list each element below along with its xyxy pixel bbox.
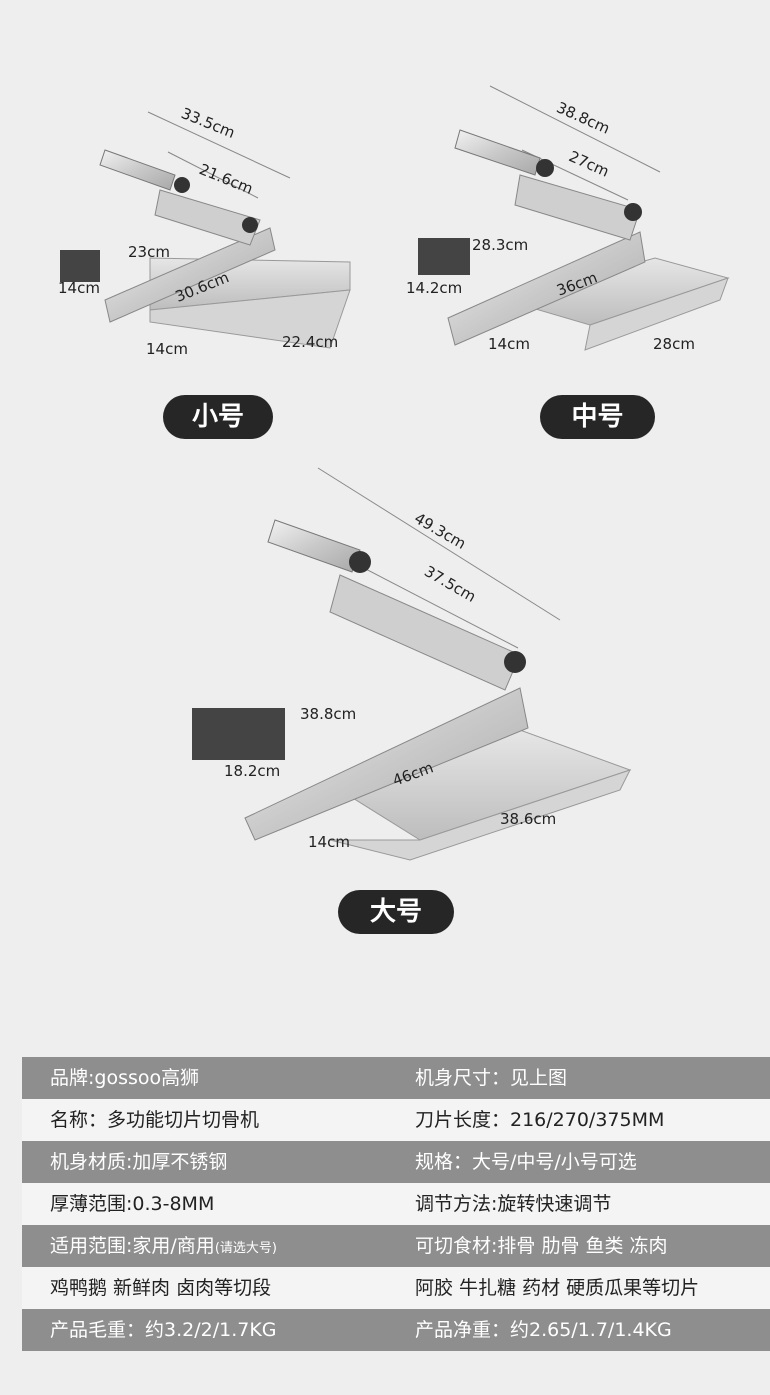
small-guard-dim: 14cm (58, 279, 100, 297)
spec-row: 品牌:gossoo高狮 机身尺寸：见上图 (22, 1057, 770, 1099)
product-illustrations (60, 85, 730, 861)
spec-note: (请选大号) (214, 1241, 277, 1256)
spec-row: 名称：多功能切片切骨机 刀片长度：216/270/375MM (22, 1099, 770, 1141)
spec-cell-right: 产品净重：约2.65/1.7/1.4KG (415, 1319, 672, 1341)
spec-cell-right: 阿胶 牛扎糖 药材 硬质瓜果等切片 (415, 1277, 700, 1299)
spec-cell-left: 鸡鸭鹅 新鲜肉 卤肉等切段 (50, 1277, 272, 1299)
spec-cell-right: 机身尺寸：见上图 (415, 1067, 568, 1089)
small-height-dim: 23cm (128, 243, 170, 261)
large-guard-dim: 18.2cm (224, 762, 281, 780)
medium-height-dim: 28.3cm (472, 236, 529, 254)
spec-cell-left: 适用范围:家用/商用(请选大号) (22, 1225, 405, 1267)
spec-row: 机身材质:加厚不锈钢 规格：大号/中号/小号可选 (22, 1141, 770, 1183)
large-height-dim: 38.8cm (300, 705, 357, 723)
medium-width-dim: 14cm (488, 335, 530, 353)
spec-row: 鸡鸭鹅 新鲜肉 卤肉等切段 阿胶 牛扎糖 药材 硬质瓜果等切片 (22, 1267, 770, 1309)
spec-text: 适用范围:家用/商用 (50, 1235, 215, 1257)
spec-cell-right: 可切食材:排骨 肋骨 鱼类 冻肉 (415, 1235, 668, 1257)
small-cutter-drawing (60, 111, 351, 349)
spec-cell-right: 规格：大号/中号/小号可选 (415, 1151, 637, 1173)
small-tray-dim: 22.4cm (282, 333, 339, 351)
spec-row: 厚薄范围:0.3-8MM 调节方法:旋转快速调节 (22, 1183, 770, 1225)
large-width-dim: 14cm (308, 833, 350, 851)
small-width-dim: 14cm (146, 340, 188, 358)
spec-cell-left: 品牌:gossoo高狮 (50, 1067, 200, 1089)
large-tray-dim: 38.6cm (500, 810, 557, 828)
medium-cutter-drawing (418, 85, 730, 351)
large-size-badge: 大号 (338, 890, 454, 934)
spec-cell-right: 调节方法:旋转快速调节 (415, 1193, 612, 1215)
small-size-badge: 小号 (163, 395, 273, 439)
spec-cell-left: 产品毛重：约3.2/2/1.7KG (50, 1319, 277, 1341)
spec-cell-left: 名称：多功能切片切骨机 (50, 1109, 260, 1131)
spec-cell-left: 机身材质:加厚不锈钢 (50, 1151, 228, 1173)
medium-size-badge: 中号 (540, 395, 655, 439)
spec-row: 产品毛重：约3.2/2/1.7KG 产品净重：约2.65/1.7/1.4KG (22, 1309, 770, 1351)
spec-cell-right: 刀片长度：216/270/375MM (415, 1109, 665, 1131)
spec-cell-left: 厚薄范围:0.3-8MM (50, 1193, 215, 1215)
medium-guard-dim: 14.2cm (406, 279, 463, 297)
spec-table: 品牌:gossoo高狮 机身尺寸：见上图 名称：多功能切片切骨机 刀片长度：21… (22, 1057, 770, 1351)
large-cutter-drawing (192, 467, 632, 861)
medium-tray-dim: 28cm (653, 335, 695, 353)
spec-row: 适用范围:家用/商用(请选大号) 可切食材:排骨 肋骨 鱼类 冻肉 (22, 1225, 770, 1267)
